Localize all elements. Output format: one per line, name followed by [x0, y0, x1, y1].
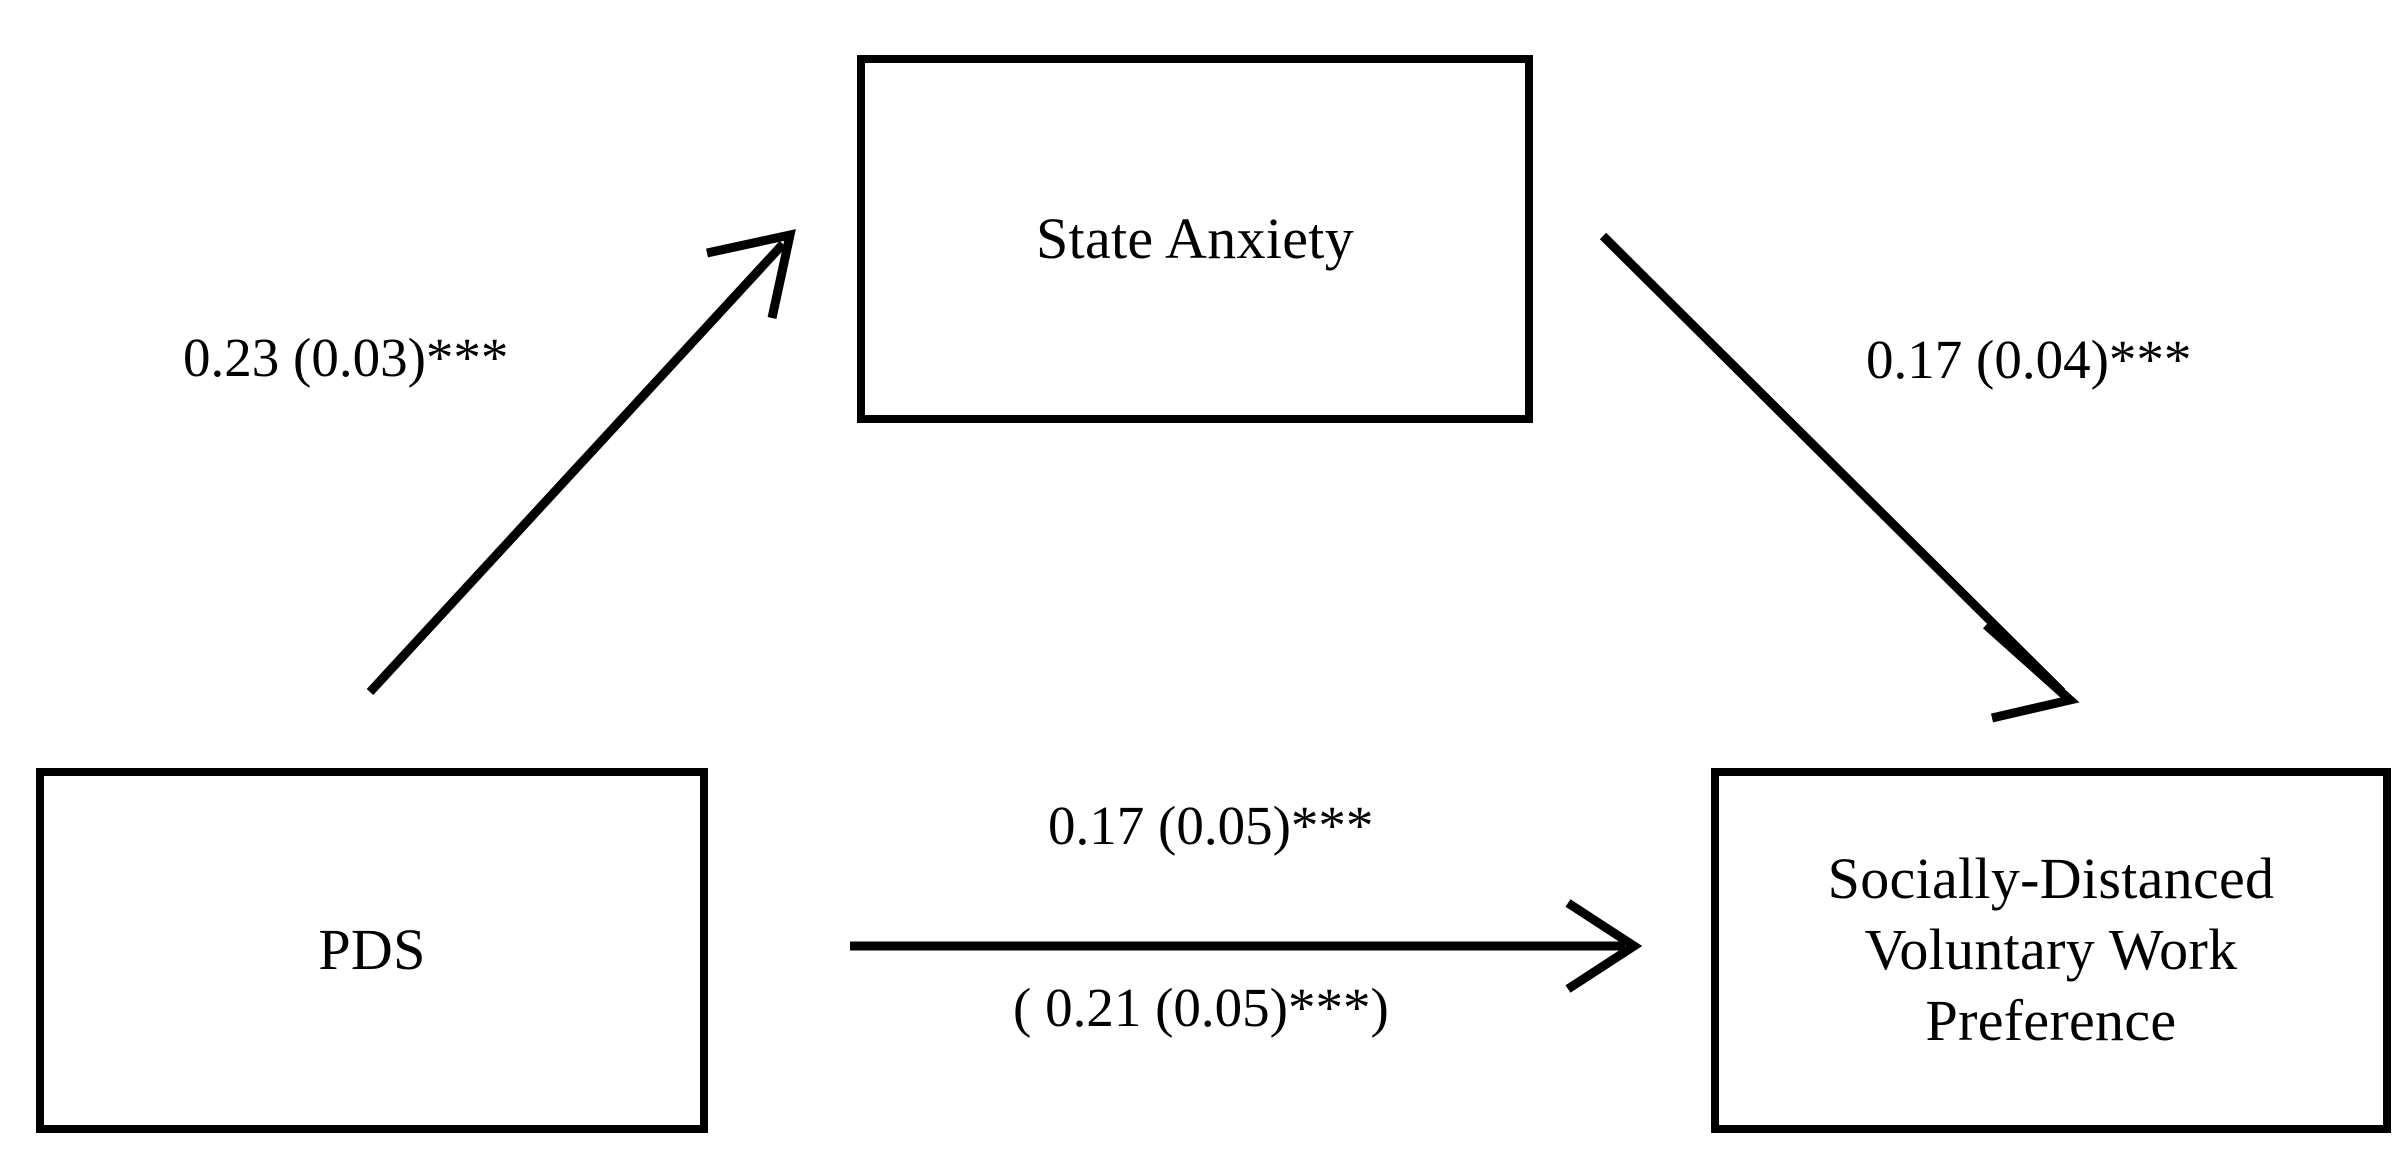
path-label-c-prime: 0.17 (0.05)***	[1048, 795, 1374, 856]
node-box-state-anxiety[interactable]: State Anxiety	[857, 55, 1533, 423]
path-label-a: 0.23 (0.03)***	[183, 327, 509, 388]
node-box-pds[interactable]: PDS	[36, 768, 708, 1133]
node-label-outcome: Socially-Distanced Voluntary Work Prefer…	[1827, 846, 2275, 1053]
path-label-b: 0.17 (0.04)***	[1866, 329, 2192, 390]
path-label-c-total: ( 0.21 (0.05)***)	[1013, 977, 1389, 1038]
node-label-pds: PDS	[318, 917, 426, 983]
arrow-b-path	[1599, 232, 2080, 723]
node-box-outcome[interactable]: Socially-Distanced Voluntary Work Prefer…	[1711, 768, 2391, 1133]
node-label-state-anxiety: State Anxiety	[1035, 205, 1355, 271]
arrow-a-path	[366, 229, 796, 696]
